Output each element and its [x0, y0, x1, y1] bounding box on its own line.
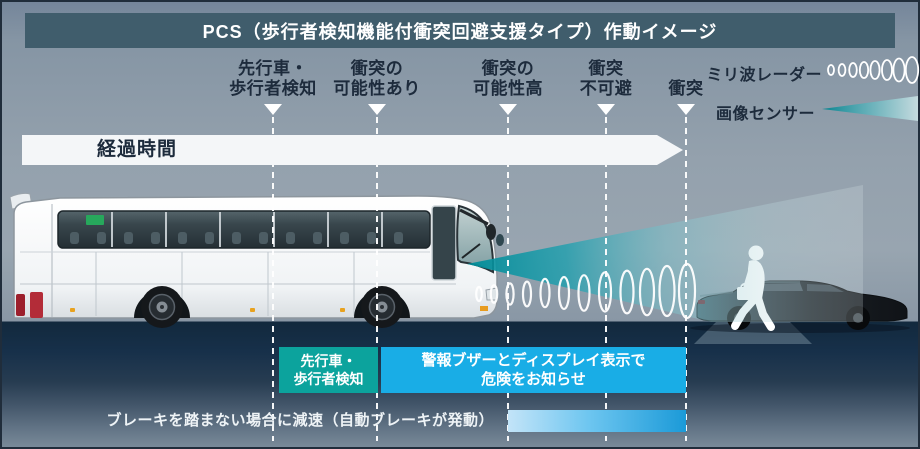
brake-action-label: ブレーキを踏まない場合に減速（自動ブレーキが発動） — [106, 412, 494, 429]
stage-marker-icon — [677, 104, 695, 115]
stage-collision-possible: 衝突の 可能性あり — [307, 57, 447, 115]
tail-light — [30, 292, 43, 318]
diagram-title: PCS（歩行者検知機能付衝突回避支援タイプ）作動イメージ — [25, 13, 895, 48]
stage-collision-unavoidable: 衝突 不可避 — [536, 57, 676, 115]
brake-intensity-bar — [508, 410, 686, 432]
stage-marker-icon — [368, 104, 386, 115]
elapsed-time-arrow: 経過時間 — [22, 135, 683, 165]
stage-collision: 衝突 — [616, 57, 756, 115]
legend-camera-cone-icon — [822, 96, 918, 121]
bus-wheel — [141, 286, 183, 328]
radar-legend-label: ミリ波レーダー — [706, 67, 822, 84]
legend-radar-waves-icon — [827, 56, 920, 84]
warning-action-box: 警報ブザーとディスプレイ表示で 危険をお知らせ — [381, 347, 686, 393]
stage-marker-icon — [499, 104, 517, 115]
stage-marker-icon — [264, 104, 282, 115]
detection-action-box: 先行車・ 歩行者検知 — [279, 347, 378, 393]
diagram-title-text: PCS（歩行者検知機能付衝突回避支援タイプ）作動イメージ — [202, 21, 718, 42]
camera-legend-label: 画像センサー — [715, 106, 815, 123]
bus-illustration — [9, 192, 504, 328]
side-mirror — [459, 208, 489, 226]
stage-detection: 先行車・ 歩行者検知 — [203, 57, 343, 115]
elapsed-time-label: 経過時間 — [97, 139, 178, 160]
bus-wheel — [361, 286, 403, 328]
camera-cone — [467, 185, 863, 322]
stage-marker-icon — [597, 104, 615, 115]
destination-sign — [86, 215, 104, 225]
stage-collision-likely: 衝突の 可能性高 — [438, 57, 578, 115]
tail-light — [16, 294, 25, 316]
